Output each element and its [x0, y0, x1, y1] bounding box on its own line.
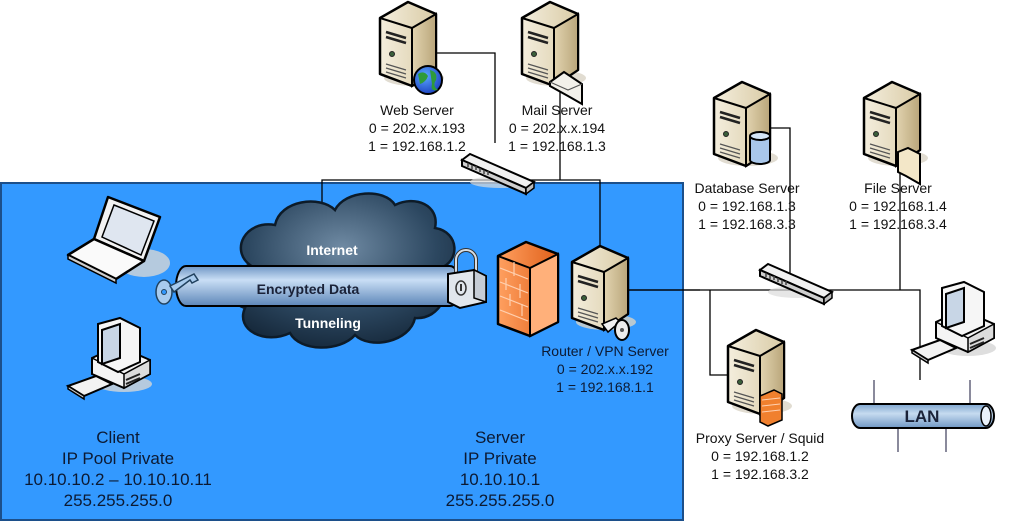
tunnel-label: Encrypted Data	[257, 281, 360, 297]
cloud-internet-label: Internet	[306, 242, 358, 258]
web-server-ip1: 1 = 192.168.1.2	[368, 138, 466, 154]
client-zone-mask: 255.255.255.0	[63, 491, 173, 510]
client-zone-label: Client IP Pool Private 10.10.10.2 – 10.1…	[0, 427, 236, 511]
proxy-server-name: Proxy Server / Squid	[695, 430, 825, 446]
mail-server-icon	[520, 0, 588, 106]
web-server-label: Web Server 0 = 202.x.x.193 1 = 192.168.1…	[352, 101, 482, 155]
router-vpn-ip0: 0 = 202.x.x.192	[556, 361, 654, 377]
file-server-icon	[862, 80, 930, 186]
router-vpn-ip1: 1 = 192.168.1.1	[556, 379, 654, 395]
database-server-icon	[712, 80, 780, 168]
file-server-ip1: 1 = 192.168.3.4	[849, 216, 947, 232]
web-server-ip0: 0 = 202.x.x.193	[368, 120, 466, 136]
vpn-key-icon	[600, 317, 630, 341]
lan-label: LAN	[905, 407, 940, 426]
client-zone-subtitle: IP Pool Private	[61, 449, 175, 468]
server-zone-label: Server IP Private 10.10.10.1 255.255.255…	[420, 427, 580, 511]
web-server-icon	[378, 0, 446, 95]
server-zone-subtitle: IP Private	[463, 449, 537, 468]
proxy-server-icon	[726, 328, 794, 427]
database-server-name: Database Server	[694, 180, 800, 196]
proxy-server-ip0: 0 = 192.168.1.2	[711, 448, 809, 464]
lan-desktop-icon	[911, 281, 997, 364]
database-icon	[749, 131, 771, 165]
router-vpn-label: Router / VPN Server 0 = 202.x.x.192 1 = …	[530, 342, 680, 396]
server-zone-mask: 255.255.255.0	[445, 491, 555, 510]
key-icon	[155, 273, 200, 305]
client-zone-title: Client	[96, 428, 140, 447]
mail-server-label: Mail Server 0 = 202.x.x.194 1 = 192.168.…	[492, 101, 622, 155]
cloud-tunneling-label: Tunneling	[295, 315, 361, 331]
file-server-name: File Server	[864, 180, 932, 196]
web-server-name: Web Server	[380, 102, 454, 118]
lan-cable: LAN	[851, 380, 995, 452]
firewall-icon	[496, 240, 560, 338]
mail-server-name: Mail Server	[521, 102, 593, 118]
router-vpn-server-icon	[570, 244, 638, 341]
folder-icon	[897, 146, 921, 186]
envelope-icon	[549, 70, 583, 106]
database-server-label: Database Server 0 = 192.168.1.3 1 = 192.…	[682, 179, 812, 233]
database-server-ip1: 1 = 192.168.3.3	[698, 216, 796, 232]
mail-server-ip0: 0 = 202.x.x.194	[508, 120, 606, 136]
mail-server-ip1: 1 = 192.168.1.3	[508, 138, 606, 154]
switch-lan-icon	[759, 263, 833, 305]
proxy-server-label: Proxy Server / Squid 0 = 192.168.1.2 1 =…	[680, 429, 840, 483]
encrypted-tunnel: Encrypted Data	[175, 265, 461, 307]
file-server-ip0: 0 = 192.168.1.4	[849, 198, 947, 214]
laptop-icon	[66, 195, 170, 285]
file-server-label: File Server 0 = 192.168.1.4 1 = 192.168.…	[833, 179, 963, 233]
padlock-icon	[447, 248, 487, 310]
database-server-ip0: 0 = 192.168.1.3	[698, 198, 796, 214]
server-zone-title: Server	[474, 428, 526, 447]
client-zone-range: 10.10.10.2 – 10.10.10.11	[24, 470, 212, 489]
server-zone-ip: 10.10.10.1	[459, 470, 541, 489]
proxy-server-ip1: 1 = 192.168.3.2	[711, 466, 809, 482]
globe-icon	[413, 65, 443, 95]
mini-firewall-icon	[759, 389, 783, 427]
router-vpn-name: Router / VPN Server	[541, 343, 669, 359]
